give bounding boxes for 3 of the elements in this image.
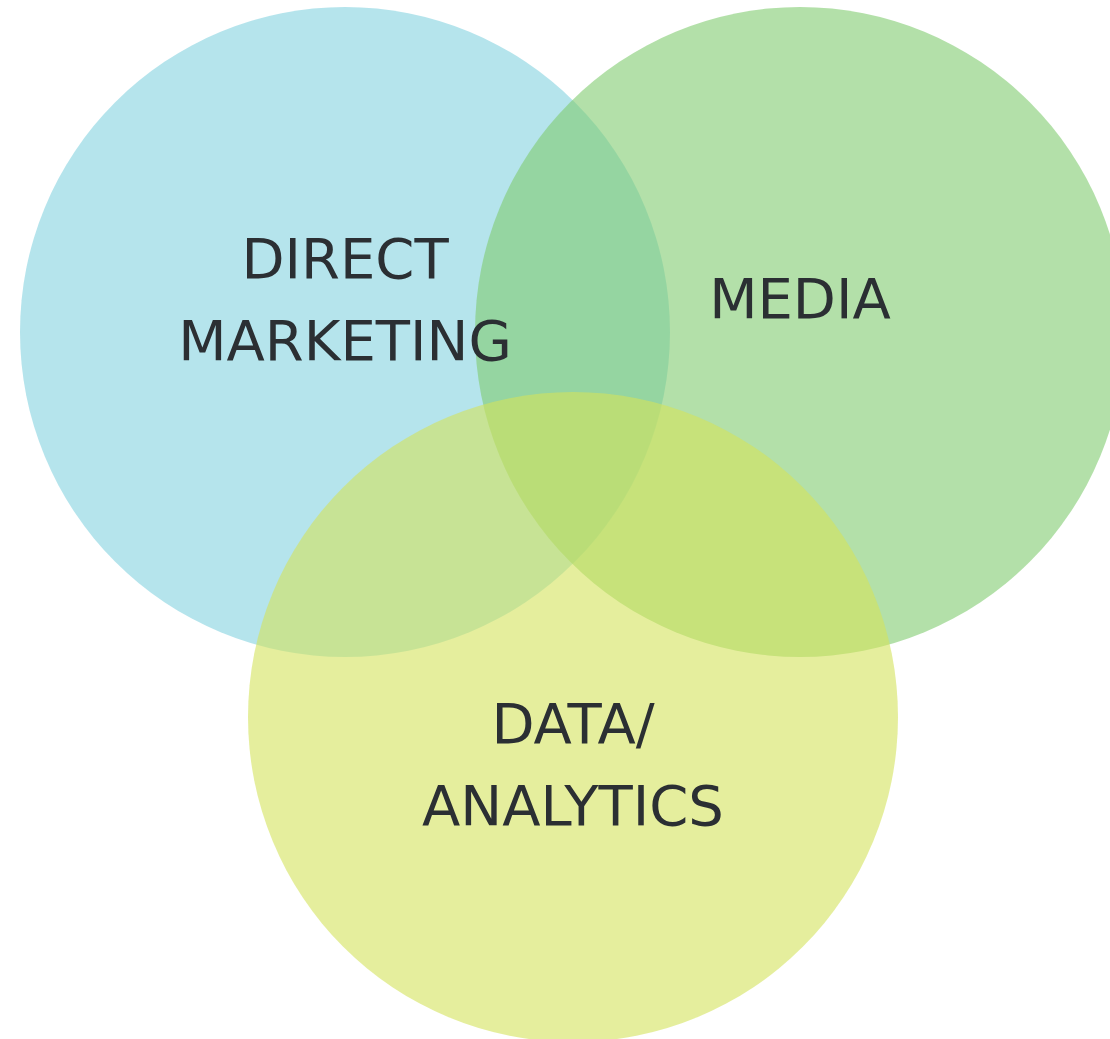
circle-label: MEDIA xyxy=(708,265,892,333)
circle-label: DIRECT MARKETING xyxy=(177,225,513,375)
circle-label: DATA/ ANALYTICS xyxy=(421,690,725,840)
